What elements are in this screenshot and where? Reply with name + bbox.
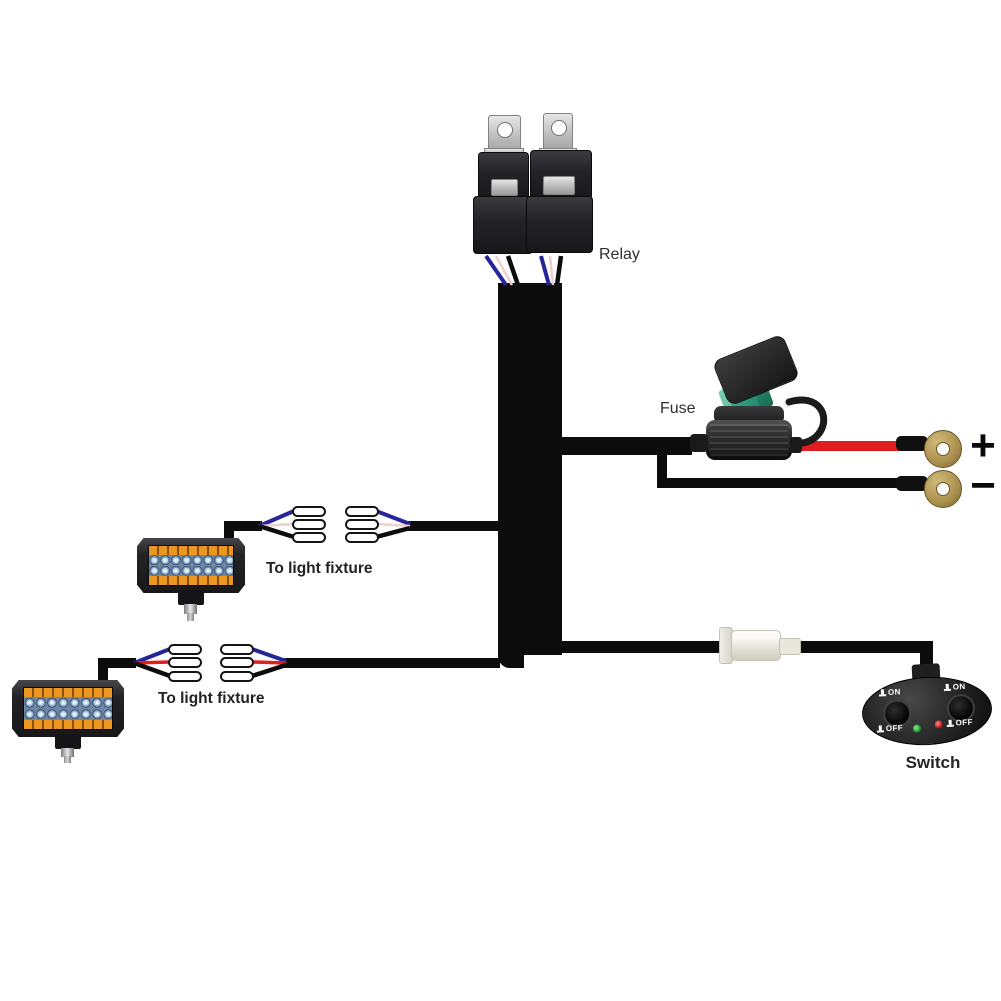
relay2-terminal <box>543 176 575 195</box>
inline-connector-body <box>731 630 781 661</box>
negative-ring-hole <box>936 482 950 496</box>
light-bar-1-bracket <box>178 590 204 605</box>
b1-right-fan-blue <box>375 509 411 526</box>
fuse-holder-body <box>706 420 792 460</box>
branch1-elbow-h <box>224 521 262 531</box>
relay1-wire-black <box>505 255 521 286</box>
b1-harness-pin-1 <box>345 506 379 517</box>
light-bar-2 <box>12 680 124 737</box>
switch1-off-text: OFF <box>885 723 904 734</box>
b2-right-fan-red <box>251 660 287 665</box>
b2-fixture-pin-2 <box>168 657 202 668</box>
to-light-fixture-label-upper: To light fixture <box>266 560 373 577</box>
light-bar-2-bracket <box>55 734 81 749</box>
b2-right-fan-blue <box>251 647 287 663</box>
negative-ring-terminal <box>924 470 962 508</box>
b1-left-fan-blue <box>258 509 295 528</box>
relay1-tab-hole <box>497 122 513 138</box>
light-bar-1-bolt <box>184 604 197 614</box>
switch2-on-text: ON <box>952 681 966 692</box>
negative-symbol: − <box>970 461 996 510</box>
light-bar-2-bolt <box>61 748 74 757</box>
button-press-icon <box>878 689 887 697</box>
b1-right-fan-black <box>375 525 411 540</box>
switch-label: Switch <box>905 753 961 772</box>
branch2-elbow-v <box>98 658 108 689</box>
b1-right-fan-pink <box>375 522 411 528</box>
positive-wire-red <box>784 441 904 451</box>
trunk-foot <box>498 630 524 668</box>
negative-wire-vertical <box>657 452 667 484</box>
b2-harness-pin-2 <box>220 657 254 668</box>
relay1-lower-body <box>473 196 533 254</box>
switch2-on-label: ON <box>943 681 966 692</box>
b1-fixture-pin-1 <box>292 506 326 517</box>
b2-harness-pin-1 <box>220 644 254 655</box>
light-bar-2-bolt-tip <box>64 756 71 763</box>
relay1-wire-blue <box>484 254 508 287</box>
light-bar-1-amber-bottom <box>149 576 233 585</box>
relay2-wire-pink <box>548 255 555 286</box>
button-press-icon <box>876 725 885 733</box>
b1-harness-pin-3 <box>345 532 379 543</box>
branch2-elbow-h <box>98 658 136 668</box>
b2-fixture-pin-3 <box>168 671 202 682</box>
button-press-icon <box>946 719 954 727</box>
branch1-wire <box>408 521 500 531</box>
positive-heat-shrink <box>896 436 928 451</box>
light-bar-1-amber-top <box>149 546 233 555</box>
negative-wire-horizontal <box>657 478 905 488</box>
light-bar-1 <box>137 538 245 593</box>
negative-heat-shrink <box>896 476 928 491</box>
switch1-on-text: ON <box>887 687 902 698</box>
main-harness-trunk <box>498 283 562 655</box>
relay2-lower-body <box>526 196 593 253</box>
b2-fixture-pin-1 <box>168 644 202 655</box>
b1-left-fan-black <box>258 523 295 540</box>
positive-ring-hole <box>936 442 950 456</box>
light-bar-1-lens <box>148 545 234 586</box>
relay1-terminal <box>491 179 518 196</box>
fuse-holder-right-nipple <box>790 437 802 453</box>
b1-fixture-pin-2 <box>292 519 326 530</box>
b2-harness-pin-3 <box>220 671 254 682</box>
switch2-off-text: OFF <box>955 717 974 728</box>
fuse-holder-left-nipple <box>690 434 708 452</box>
b1-harness-pin-2 <box>345 519 379 530</box>
positive-ring-terminal <box>924 430 962 468</box>
green-indicator-led <box>912 724 922 733</box>
b2-left-fan-blue <box>133 647 171 665</box>
relay2-wire-black <box>554 255 564 286</box>
light-bar-1-bolt-tip <box>187 613 194 621</box>
light-bar-2-amber-bottom <box>24 720 112 729</box>
branch2-wire <box>284 658 500 668</box>
light-bar-2-amber-top <box>24 688 112 697</box>
light-bar-1-led-array <box>149 555 233 576</box>
switch2-off-label: OFF <box>946 718 973 728</box>
fuse-label: Fuse <box>660 400 696 417</box>
fuse-holder-rib-texture <box>710 424 788 456</box>
b2-left-fan-black <box>133 660 171 679</box>
fuse-holder-collar <box>714 406 784 424</box>
relay-label: Relay <box>599 246 640 263</box>
light-bar-2-lens <box>23 687 113 730</box>
light-bar-2-led-array <box>24 697 112 720</box>
branch1-elbow-v <box>224 521 234 547</box>
fuse-branch-wire <box>560 437 692 455</box>
relay2-wire-blue <box>539 255 551 286</box>
positive-symbol: + <box>970 421 996 470</box>
button-press-icon <box>943 683 951 692</box>
inline-connector-tab <box>779 638 801 655</box>
switch1-on-label: ON <box>878 687 902 698</box>
relay1-wire-pink <box>494 255 514 286</box>
switch1-off-label: OFF <box>876 723 904 734</box>
red-indicator-led <box>934 720 943 729</box>
b1-fixture-pin-3 <box>292 532 326 543</box>
relay2-tab-hole <box>551 120 567 136</box>
b2-right-fan-black <box>251 662 287 679</box>
to-light-fixture-label-lower: To light fixture <box>158 690 265 707</box>
